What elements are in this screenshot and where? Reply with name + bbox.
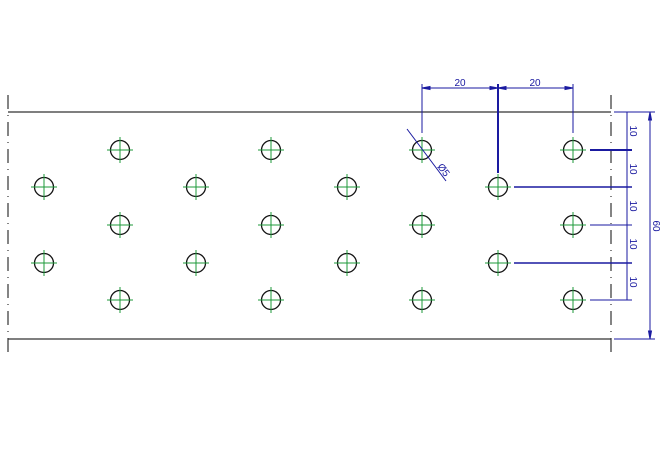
diameter-leader (406, 128, 447, 182)
dim-label-v1: 10 (627, 125, 638, 137)
hole (107, 212, 133, 238)
dimensions (406, 84, 655, 340)
hole (107, 287, 133, 313)
hole (183, 250, 209, 276)
hole (485, 250, 511, 276)
arrowhead (564, 85, 574, 91)
hole (31, 250, 57, 276)
dim-label-overall: 60 (650, 220, 661, 232)
hole (334, 250, 360, 276)
dim-label-v2: 10 (627, 163, 638, 175)
dim-label-v3: 10 (627, 200, 638, 212)
dim-label-v4: 10 (627, 238, 638, 250)
hole (334, 174, 360, 200)
hole (31, 174, 57, 200)
hole (183, 174, 209, 200)
hole (560, 212, 586, 238)
hole (560, 287, 586, 313)
hole (409, 287, 435, 313)
hole (258, 287, 284, 313)
dim-label-v5: 10 (627, 276, 638, 288)
hole (485, 174, 511, 200)
hole (258, 212, 284, 238)
dimension-labels: 20 20 10 10 10 10 10 60 Ø5 (435, 78, 661, 288)
arrowhead (489, 85, 499, 91)
arrowhead (497, 85, 507, 91)
arrowhead (421, 85, 431, 91)
hole (409, 137, 435, 163)
hole (258, 137, 284, 163)
dim-label-h1: 20 (454, 78, 466, 89)
dim-label-diameter: Ø5 (435, 162, 452, 180)
arrowhead (647, 330, 653, 340)
dim-label-h2: 20 (529, 78, 541, 89)
hole-pattern (31, 137, 586, 313)
plate-outline (7, 95, 612, 356)
hole (560, 137, 586, 163)
hole (107, 137, 133, 163)
arrowhead (647, 111, 653, 121)
hole (409, 212, 435, 238)
